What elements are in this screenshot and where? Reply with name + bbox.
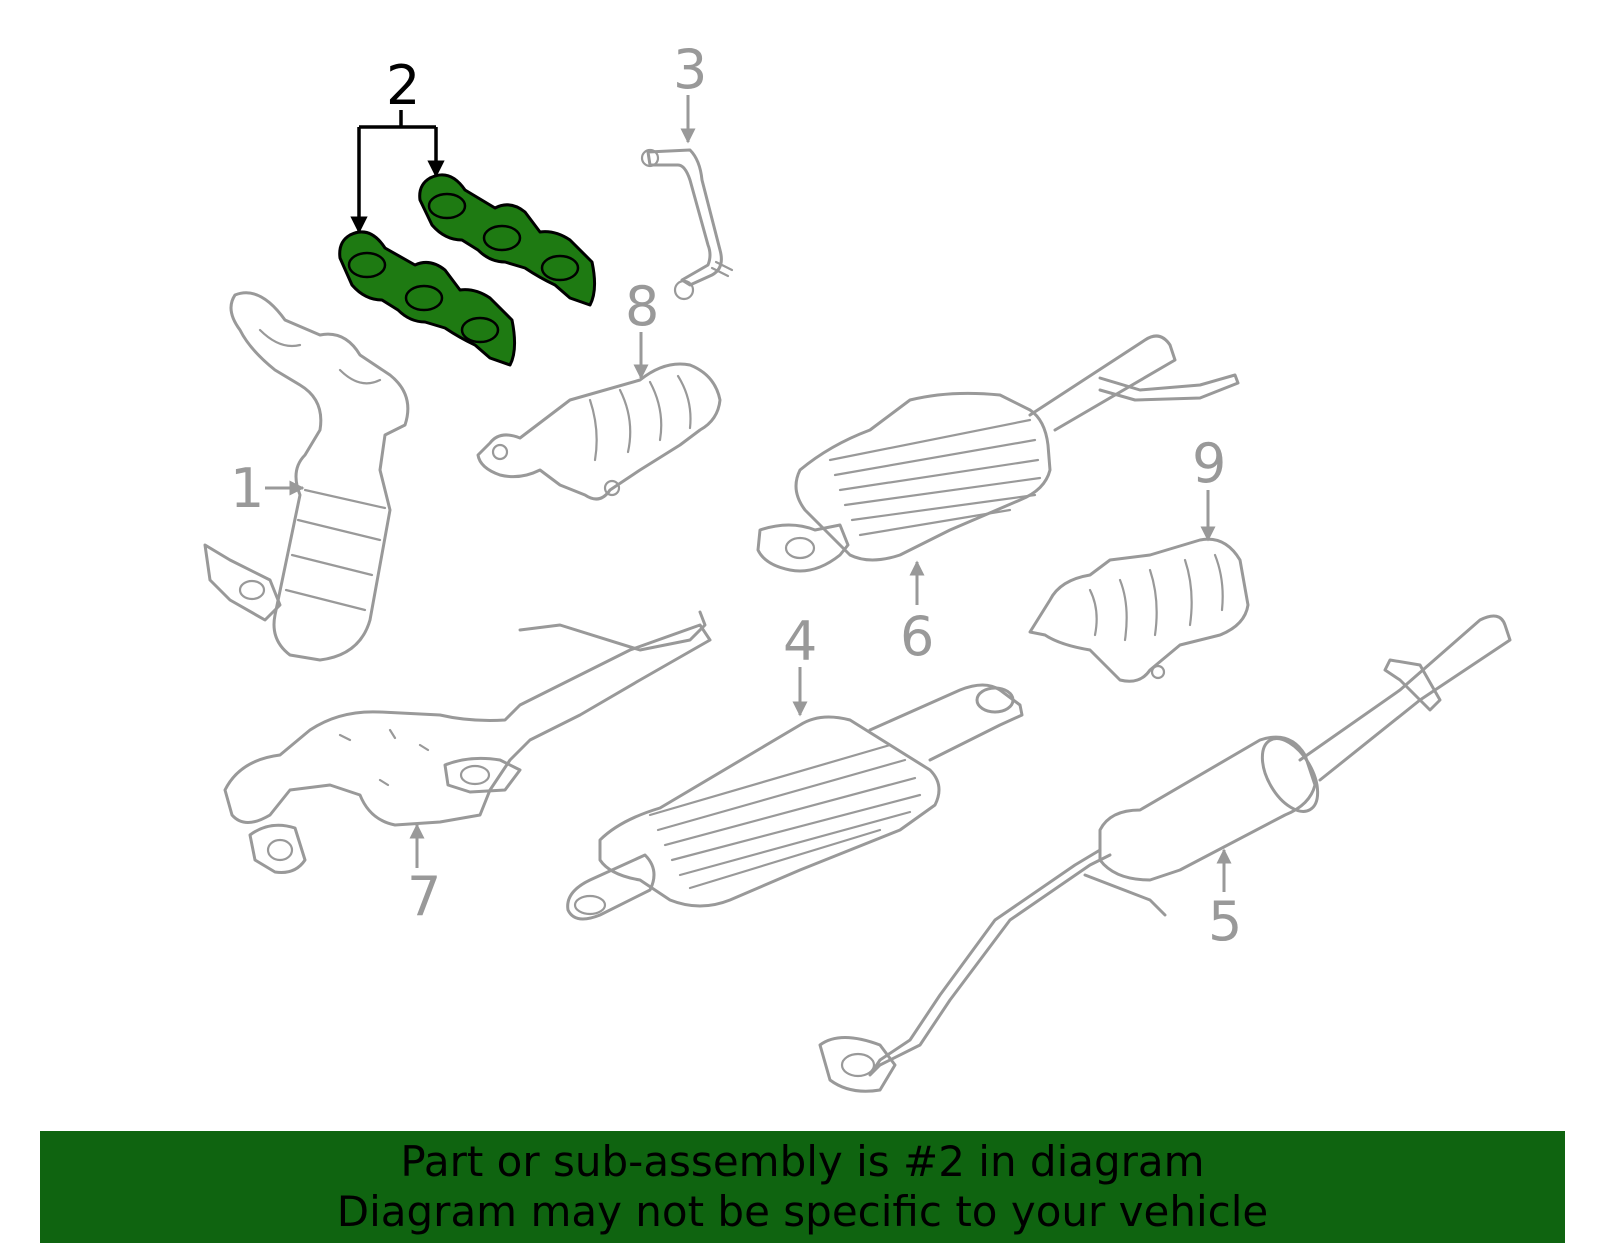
part-2-manifold-gaskets[interactable] bbox=[338, 173, 597, 367]
part-1-manifold-converter[interactable] bbox=[203, 291, 410, 662]
callout-2[interactable]: 2 bbox=[350, 54, 445, 234]
part-5-rear-pipe[interactable] bbox=[818, 614, 1512, 1093]
part-3-tube[interactable] bbox=[640, 148, 734, 301]
callout-7[interactable]: 7 bbox=[407, 823, 441, 928]
part-7-front-pipe[interactable] bbox=[223, 610, 712, 874]
callout-label-5: 5 bbox=[1208, 890, 1242, 953]
callout-4[interactable]: 4 bbox=[783, 610, 817, 717]
callout-8[interactable]: 8 bbox=[625, 275, 659, 380]
callout-6[interactable]: 6 bbox=[900, 560, 934, 668]
banner-line-disclaimer: Diagram may not be specific to your vehi… bbox=[336, 1187, 1269, 1236]
callout-5[interactable]: 5 bbox=[1208, 848, 1242, 953]
part-4-muffler[interactable] bbox=[566, 683, 1024, 921]
callout-9[interactable]: 9 bbox=[1192, 432, 1226, 542]
callout-label-3: 3 bbox=[673, 38, 707, 101]
leader-2-bracket bbox=[350, 110, 445, 234]
callout-label-1: 1 bbox=[230, 457, 264, 520]
callout-label-9: 9 bbox=[1192, 432, 1226, 495]
callout-label-7: 7 bbox=[407, 865, 441, 928]
part-6-resonator[interactable] bbox=[756, 334, 1240, 573]
part-9-heat-shield[interactable] bbox=[1028, 537, 1250, 683]
callout-label-8: 8 bbox=[625, 275, 659, 338]
callout-label-6: 6 bbox=[900, 605, 934, 668]
banner-line-part: Part or sub-assembly is #2 in diagram bbox=[400, 1137, 1205, 1186]
info-banner: Part or sub-assembly is #2 in diagram Di… bbox=[40, 1131, 1565, 1243]
callout-label-2: 2 bbox=[386, 54, 420, 117]
gasket-lower bbox=[338, 230, 517, 367]
callout-3[interactable]: 3 bbox=[673, 38, 707, 144]
callout-label-4: 4 bbox=[783, 610, 817, 673]
gasket-upper bbox=[418, 173, 597, 307]
callout-1[interactable]: 1 bbox=[230, 457, 305, 520]
part-8-heat-shield[interactable] bbox=[476, 362, 722, 501]
